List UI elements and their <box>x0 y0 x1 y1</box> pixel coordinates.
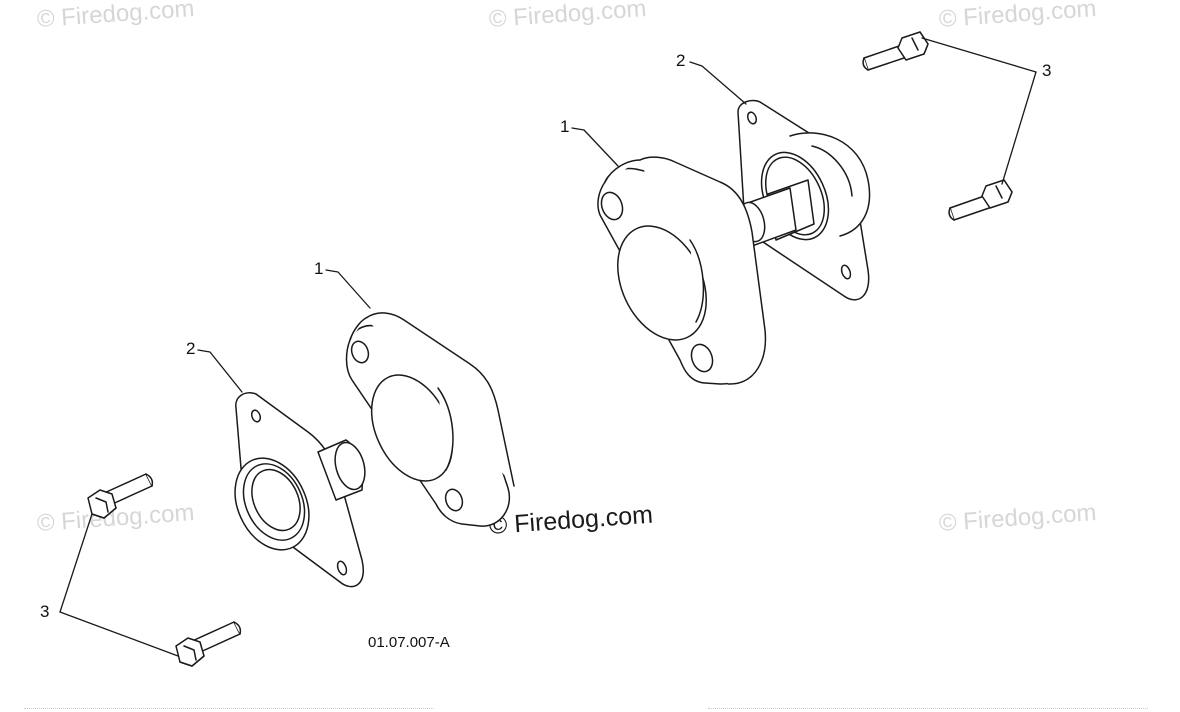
bolt-left-top <box>87 473 154 519</box>
flange-bearing-left <box>234 392 366 588</box>
bottom-divider-left <box>24 708 434 709</box>
drawing-code: 01.07.007-A <box>368 634 450 651</box>
callout-bearing-left: 2 <box>186 339 196 358</box>
callout-bearing-right: 2 <box>676 51 686 70</box>
spacer-block-right <box>597 156 767 385</box>
flange-bearing-right <box>737 99 871 301</box>
callout-bolts-left: 3 <box>40 602 50 621</box>
leader-bolts-left-a <box>59 513 93 613</box>
leader-spacer-right <box>571 127 619 167</box>
callout-spacer-right: 1 <box>560 117 570 136</box>
leader-bolts-right-b <box>1001 71 1037 185</box>
bolt-right-bottom <box>948 179 1013 221</box>
callout-bolts-right: 3 <box>1042 61 1052 80</box>
leader-lines <box>59 37 1037 657</box>
callout-spacer-left: 1 <box>314 259 324 278</box>
leader-bearing-right <box>689 61 747 105</box>
leader-bearing-left <box>197 349 243 393</box>
bolt-right-top <box>862 31 929 71</box>
bolt-left-bottom <box>175 621 242 667</box>
spacer-block-left <box>345 312 515 527</box>
leader-bolts-left-b <box>59 611 179 657</box>
leader-bolts-right-a <box>921 37 1037 73</box>
bottom-divider-right <box>708 708 1148 709</box>
leader-spacer-left <box>325 269 371 309</box>
